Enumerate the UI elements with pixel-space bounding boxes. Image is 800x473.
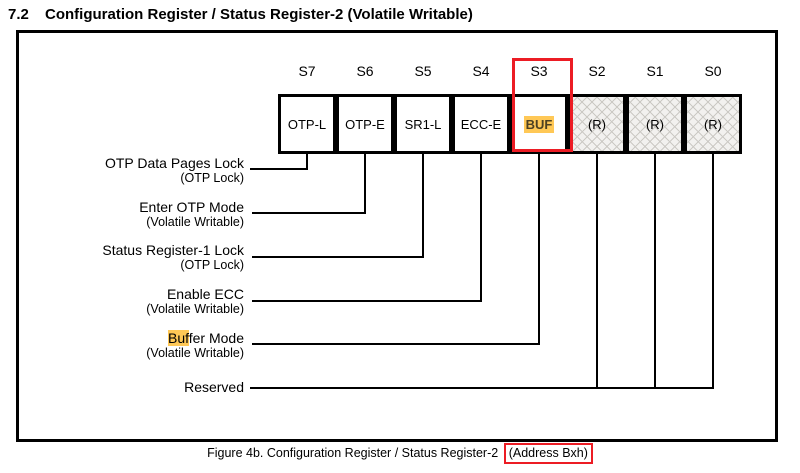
connector-h-otp-lock [250,168,308,170]
register-cell-ecc-e: ECC-E [452,94,510,154]
bit-label-s7: S7 [298,63,316,79]
register-cell-sr1-l: SR1-L [394,94,452,154]
desc-otp-data-pages-lock: OTP Data Pages Lock (OTP Lock) [0,155,244,186]
section-number: 7.2 [8,6,29,23]
connector-v-s1 [654,154,656,389]
connector-v-s5 [422,154,424,258]
caption-text: Figure 4b. Configuration Register / Stat… [207,446,499,460]
desc-status-register-1-lock: Status Register-1 Lock (OTP Lock) [0,242,244,273]
figure-frame [16,30,778,442]
bit-label-s1: S1 [646,63,664,79]
bit-label-s0: S0 [704,63,722,79]
connector-v-s2 [596,154,598,389]
cell-label: OTP-L [287,116,327,132]
register-cell-otp-e: OTP-E [336,94,394,154]
desc-label: Enable ECC [166,286,244,302]
register-cell-reserved-s0: (R) [684,94,742,154]
bit-label-s5: S5 [414,63,432,79]
bit-label-s6: S6 [356,63,374,79]
cell-label: (R) [587,116,607,132]
bit-label-s4: S4 [472,63,490,79]
register-cell-reserved-s1: (R) [626,94,684,154]
connector-h-buffer-mode [252,343,540,345]
desc-label: Enter OTP Mode [139,199,244,215]
desc-label-highlight: Buf [167,330,189,346]
cell-label-highlighted: BUF [523,115,555,133]
desc-reserved: Reserved [0,379,244,395]
desc-label: OTP Data Pages Lock [104,155,244,171]
desc-sublabel: (Volatile Writable) [146,346,244,360]
bit-label-s3: S3 [530,63,548,79]
connector-v-s3 [538,154,540,345]
caption-address-boxed: (Address Bxh) [503,443,593,464]
desc-sublabel: (Volatile Writable) [146,302,244,316]
desc-label-rest: fer Mode [188,330,244,346]
desc-sublabel: (OTP Lock) [180,258,244,272]
cell-label: SR1-L [404,116,442,132]
section-heading: 7.2 Configuration Register / Status Regis… [8,6,473,23]
register-cell-otp-l: OTP-L [278,94,336,154]
desc-buffer-mode: Buffer Mode (Volatile Writable) [0,330,244,361]
connector-h-reserved [250,387,714,389]
cell-label: ECC-E [460,116,502,132]
connector-h-enter-otp [252,212,366,214]
desc-sublabel: (Volatile Writable) [146,215,244,229]
figure-caption: Figure 4b. Configuration Register / Stat… [0,443,800,464]
cell-label: (R) [703,116,723,132]
desc-sublabel: (OTP Lock) [180,171,244,185]
connector-h-sr1-lock [252,256,424,258]
cell-label: OTP-E [345,116,385,132]
connector-v-s0 [712,154,714,389]
desc-label: Buffer Mode [0,330,244,346]
desc-enter-otp-mode: Enter OTP Mode (Volatile Writable) [0,199,244,230]
cell-label: (R) [645,116,665,132]
register-cell-buf: BUF [510,94,568,154]
desc-label: Reserved [184,379,244,395]
connector-h-enable-ecc [252,300,482,302]
desc-enable-ecc: Enable ECC (Volatile Writable) [0,286,244,317]
desc-label: Status Register-1 Lock [102,242,244,258]
connector-v-s7 [306,154,308,170]
register-cell-reserved-s2: (R) [568,94,626,154]
annotation-box-s3 [512,58,573,152]
connector-v-s6 [364,154,366,214]
section-title: Configuration Register / Status Register… [45,6,473,23]
connector-v-s4 [480,154,482,302]
bit-label-s2: S2 [588,63,606,79]
